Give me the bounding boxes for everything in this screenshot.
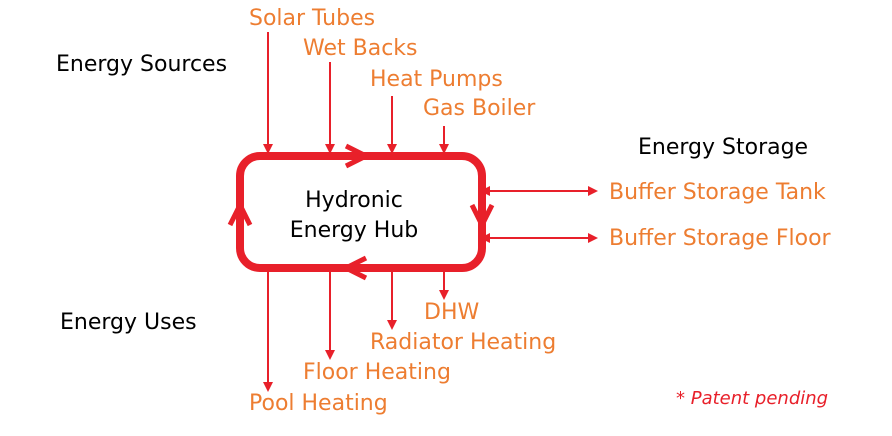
- flow-arrow-right: [469, 203, 495, 231]
- use-floor-heating: Floor Heating: [303, 360, 451, 385]
- hub-label: Hydronic Energy Hub: [244, 186, 464, 246]
- source-wet-backs: Wet Backs: [303, 36, 418, 61]
- energy-uses-heading: Energy Uses: [60, 310, 197, 335]
- source-gas-boiler: Gas Boiler: [423, 96, 536, 121]
- use-radiator-heating: Radiator Heating: [370, 330, 557, 355]
- use-pool-heating: Pool Heating: [249, 391, 388, 416]
- hub-label-line2: Energy Hub: [289, 218, 419, 243]
- energy-sources-heading: Energy Sources: [56, 52, 228, 77]
- energy-storage-heading: Energy Storage: [638, 135, 809, 160]
- source-solar-tubes: Solar Tubes: [249, 6, 376, 31]
- hub-label-line1: Hydronic: [305, 188, 403, 213]
- flow-arrow-bottom: [340, 255, 368, 281]
- flow-arrow-top: [344, 143, 372, 169]
- use-dhw: DHW: [424, 300, 480, 325]
- source-heat-pumps: Heat Pumps: [370, 67, 503, 92]
- patent-note: * Patent pending: [676, 388, 829, 409]
- flow-arrow-left: [227, 199, 253, 227]
- storage-buffer-tank: Buffer Storage Tank: [609, 180, 826, 205]
- storage-buffer-floor: Buffer Storage Floor: [609, 226, 831, 251]
